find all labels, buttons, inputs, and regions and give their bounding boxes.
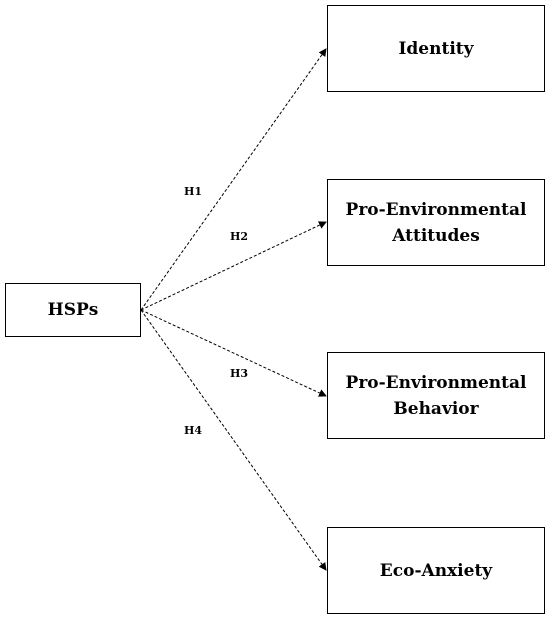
arrow-h4 bbox=[140, 309, 327, 571]
pro-environmental-attitudes-box: Pro-Environmental Attitudes bbox=[327, 179, 545, 266]
hypothesis-label-h2: H2 bbox=[230, 230, 249, 243]
attitudes-label-line-1: Pro-Environmental bbox=[345, 199, 527, 220]
eco-anxiety-label: Eco-Anxiety bbox=[379, 560, 493, 581]
hsps-box: HSPs bbox=[5, 283, 141, 337]
arrow-h3 bbox=[140, 309, 327, 397]
hypothesis-label-h4: H4 bbox=[184, 424, 203, 437]
arrow-h2 bbox=[140, 221, 327, 311]
arrow-h1 bbox=[140, 48, 327, 311]
hypothesis-label-h3: H3 bbox=[230, 367, 249, 380]
behavior-label-line-2: Behavior bbox=[393, 398, 479, 419]
pro-environmental-behavior-box: Pro-Environmental Behavior bbox=[327, 352, 545, 439]
hypothesis-label-h1: H1 bbox=[184, 185, 203, 198]
attitudes-label-line-2: Attitudes bbox=[392, 225, 480, 246]
eco-anxiety-box: Eco-Anxiety bbox=[327, 527, 545, 614]
identity-box: Identity bbox=[327, 5, 545, 92]
hsps-label: HSPs bbox=[47, 300, 99, 320]
identity-label: Identity bbox=[398, 38, 474, 59]
behavior-label-line-1: Pro-Environmental bbox=[345, 372, 527, 393]
